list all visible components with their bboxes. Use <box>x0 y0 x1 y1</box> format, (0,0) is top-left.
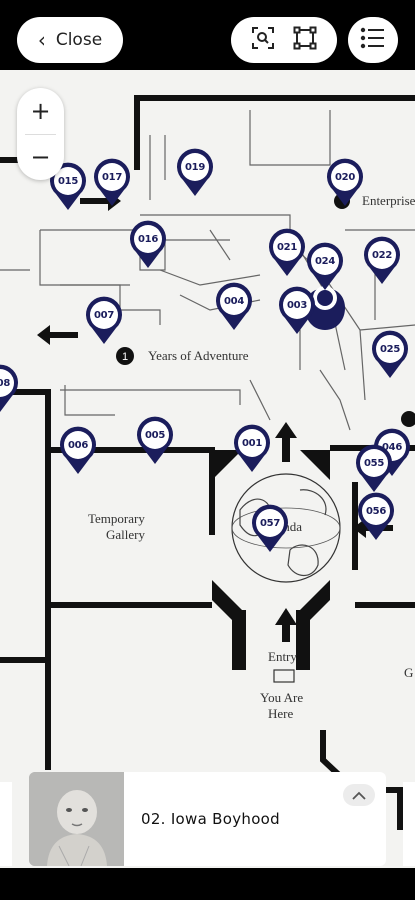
exhibit-marker-024[interactable]: 024 <box>305 240 345 292</box>
map-tools <box>231 17 337 63</box>
marker-number: 025 <box>380 343 400 355</box>
exhibit-marker-022[interactable]: 022 <box>362 234 402 286</box>
map-pin-icon <box>307 242 343 290</box>
exhibit-marker-001[interactable]: 001 <box>232 422 272 474</box>
marker-number: 024 <box>315 255 335 267</box>
label-entry: Entry <box>268 649 297 664</box>
exhibit-marker-056[interactable]: 056 <box>356 490 396 542</box>
marker-number: 005 <box>145 429 165 441</box>
map-pin-icon <box>279 286 315 334</box>
map-pin-icon <box>327 158 363 206</box>
map-pin-icon <box>269 228 305 276</box>
marker-number: 017 <box>102 171 122 183</box>
map-pin-icon <box>50 162 86 210</box>
search-in-frame-icon[interactable] <box>251 26 275 54</box>
zoom-in-button[interactable]: + <box>30 97 51 125</box>
exhibit-marker-017[interactable]: 017 <box>92 156 132 208</box>
marker-number: 016 <box>138 233 158 245</box>
museum-map[interactable]: 1 Years of Adventure Enterprise Temporar… <box>0 70 415 900</box>
exhibit-marker-005[interactable]: 005 <box>135 414 175 466</box>
marker-number: 008 <box>0 377 10 389</box>
exhibit-marker-004[interactable]: 004 <box>214 280 254 332</box>
exhibit-marker-057[interactable]: 057 <box>250 502 290 554</box>
exhibit-marker-020[interactable]: 020 <box>325 156 365 208</box>
prev-card-edge[interactable] <box>0 782 12 866</box>
next-card-edge[interactable] <box>403 782 415 866</box>
marker-number: 015 <box>58 175 78 187</box>
marker-number: 004 <box>224 295 244 307</box>
exhibit-marker-025[interactable]: 025 <box>370 328 410 380</box>
marker-number: 019 <box>185 161 205 173</box>
marker-number: 022 <box>372 249 392 261</box>
map-pin-icon <box>364 236 400 284</box>
label-enterprise: Enterprise <box>362 193 415 208</box>
chevron-up-icon <box>352 791 366 800</box>
close-button[interactable]: ‹ Close <box>17 17 123 63</box>
label-you-are: You Are <box>260 690 304 705</box>
map-pin-icon <box>130 220 166 268</box>
label-right-edge: G <box>404 665 414 680</box>
map-pin-icon <box>356 444 392 492</box>
exhibit-marker-007[interactable]: 007 <box>84 294 124 346</box>
label-gallery: Gallery <box>106 527 145 542</box>
map-pin-icon <box>372 330 408 378</box>
expand-card-button[interactable] <box>343 784 375 806</box>
marker-number: 046 <box>382 441 402 453</box>
map-pin-icon <box>0 364 18 412</box>
bottom-bar <box>0 868 415 900</box>
exhibit-marker-003[interactable]: 003 <box>277 284 317 336</box>
map-pin-icon <box>137 416 173 464</box>
marker-number: 057 <box>260 517 280 529</box>
exhibit-marker-006[interactable]: 006 <box>58 424 98 476</box>
map-pin-icon <box>358 492 394 540</box>
map-pin-icon <box>252 504 288 552</box>
list-icon <box>360 27 386 53</box>
map-pin-icon <box>60 426 96 474</box>
map-pin-icon <box>216 282 252 330</box>
exhibit-title: 02. Iowa Boyhood <box>141 810 280 828</box>
map-pin-icon <box>234 424 270 472</box>
marker-number: 056 <box>366 505 386 517</box>
marker-number: 006 <box>68 439 88 451</box>
marker-number: 021 <box>277 241 297 253</box>
exhibit-photo <box>29 772 124 866</box>
exhibit-marker-008[interactable]: 008 <box>0 362 20 414</box>
map-pin-icon <box>94 158 130 206</box>
zoom-out-button[interactable]: − <box>30 143 51 171</box>
zoom-controls: + − <box>17 88 64 180</box>
label-here: Here <box>268 706 294 721</box>
marker-number: 055 <box>364 457 384 469</box>
exhibit-marker-055[interactable]: 055 <box>354 442 394 494</box>
years-number: 1 <box>122 351 128 363</box>
close-label: Close <box>55 30 103 50</box>
marker-number: 020 <box>335 171 355 183</box>
current-location-icon <box>305 286 345 330</box>
map-pin-icon <box>86 296 122 344</box>
select-area-icon[interactable] <box>293 26 317 54</box>
list-menu-button[interactable] <box>348 17 398 63</box>
exhibit-marker-015[interactable]: 015 <box>48 160 88 212</box>
exhibit-marker-016[interactable]: 016 <box>128 218 168 270</box>
zoom-divider <box>25 134 56 135</box>
exhibit-marker-019[interactable]: 019 <box>175 146 215 198</box>
exhibit-marker-021[interactable]: 021 <box>267 226 307 278</box>
marker-number: 007 <box>94 309 114 321</box>
top-bar: ‹ Close <box>0 0 415 70</box>
chevron-left-icon: ‹ <box>37 28 46 52</box>
label-years-of-adventure: Years of Adventure <box>148 348 249 363</box>
marker-number: 001 <box>242 437 262 449</box>
exhibit-card[interactable]: 02. Iowa Boyhood <box>29 772 386 866</box>
label-temporary: Temporary <box>88 511 145 526</box>
marker-number: 003 <box>287 299 307 311</box>
map-pin-icon <box>177 148 213 196</box>
